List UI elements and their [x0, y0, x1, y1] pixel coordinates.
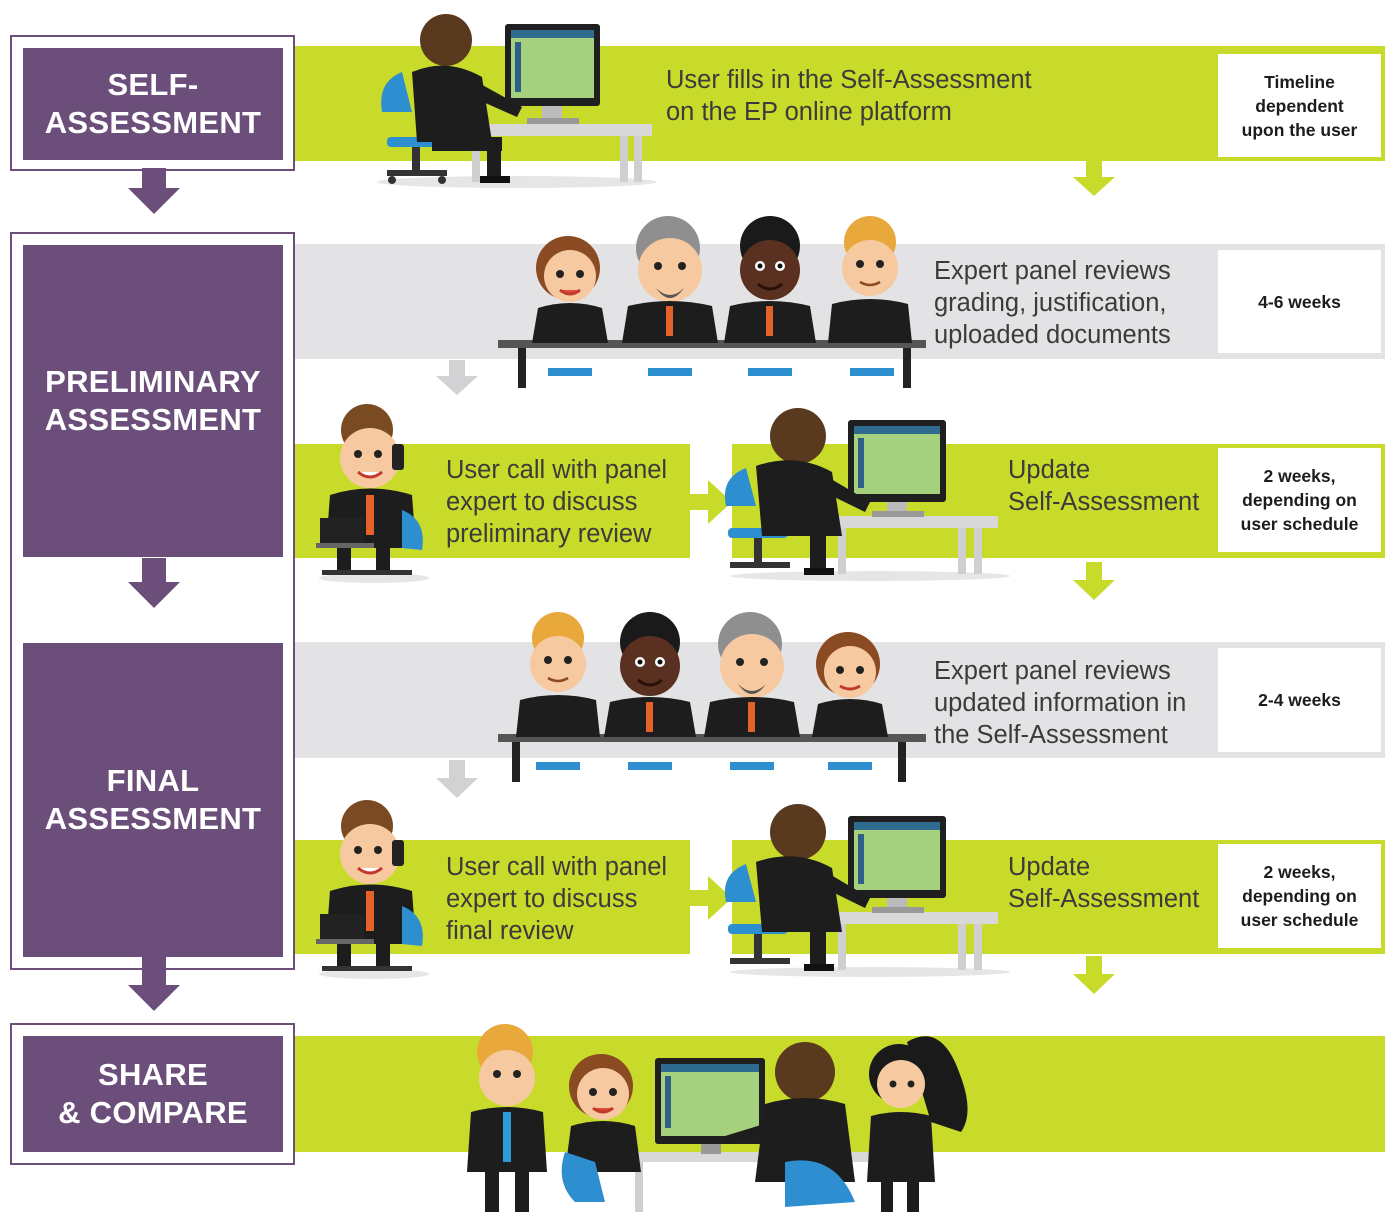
- flow-arrow-right-2: [690, 876, 732, 920]
- stage-final-assessment: FINAL ASSESSMENT: [23, 643, 283, 957]
- timeline-prelim-review: 4-6 weeks: [1218, 250, 1381, 353]
- step-final-call: User call with panel expert to discuss f…: [446, 853, 668, 945]
- stage-preliminary-assessment: PRELIMINARY ASSESSMENT: [23, 245, 283, 557]
- stage-arrow-2: [128, 558, 180, 608]
- step-final-update: Update Self-Assessment: [1008, 853, 1200, 913]
- user-updating-illustration: [724, 408, 1010, 581]
- step-prelim-update: Update Self-Assessment: [1008, 456, 1200, 516]
- step-prelim-review: Expert panel reviews grading, justificat…: [934, 257, 1171, 349]
- stage-arrow-1: [128, 168, 180, 214]
- stage-share-compare: SHARE & COMPARE: [23, 1036, 283, 1152]
- flow-arrow-2: [436, 360, 478, 395]
- stage-arrow-3: [128, 955, 180, 1011]
- expert-panel-illustration: [498, 216, 926, 388]
- step-final-review: Expert panel reviews updated information…: [934, 657, 1187, 749]
- step-self-fill: User fills in the Self-Assessment on the…: [666, 66, 1032, 126]
- flow-arrow-5: [1073, 956, 1115, 994]
- user-phone-call-illustration-final: [316, 800, 429, 979]
- user-at-computer-illustration: [377, 14, 657, 188]
- user-updating-illustration-final: [724, 804, 1010, 977]
- flow-arrow-1: [1073, 161, 1115, 196]
- flow-arrow-4: [436, 760, 478, 798]
- team-sharing-illustration: [467, 1024, 968, 1212]
- flow-arrow-3: [1073, 562, 1115, 600]
- timeline-final-update: 2 weeks, depending on user schedule: [1218, 844, 1381, 948]
- user-phone-call-illustration: [316, 404, 429, 583]
- step-prelim-call: User call with panel expert to discuss p…: [446, 456, 668, 548]
- expert-panel-illustration-final: [498, 612, 926, 782]
- timeline-prelim-update: 2 weeks, depending on user schedule: [1218, 448, 1381, 552]
- stage-self-assessment: SELF- ASSESSMENT: [23, 48, 283, 160]
- flow-arrow-right-1: [690, 480, 732, 524]
- timeline-final-review: 2-4 weeks: [1218, 648, 1381, 752]
- timeline-self: Timeline dependent upon the user: [1218, 54, 1381, 157]
